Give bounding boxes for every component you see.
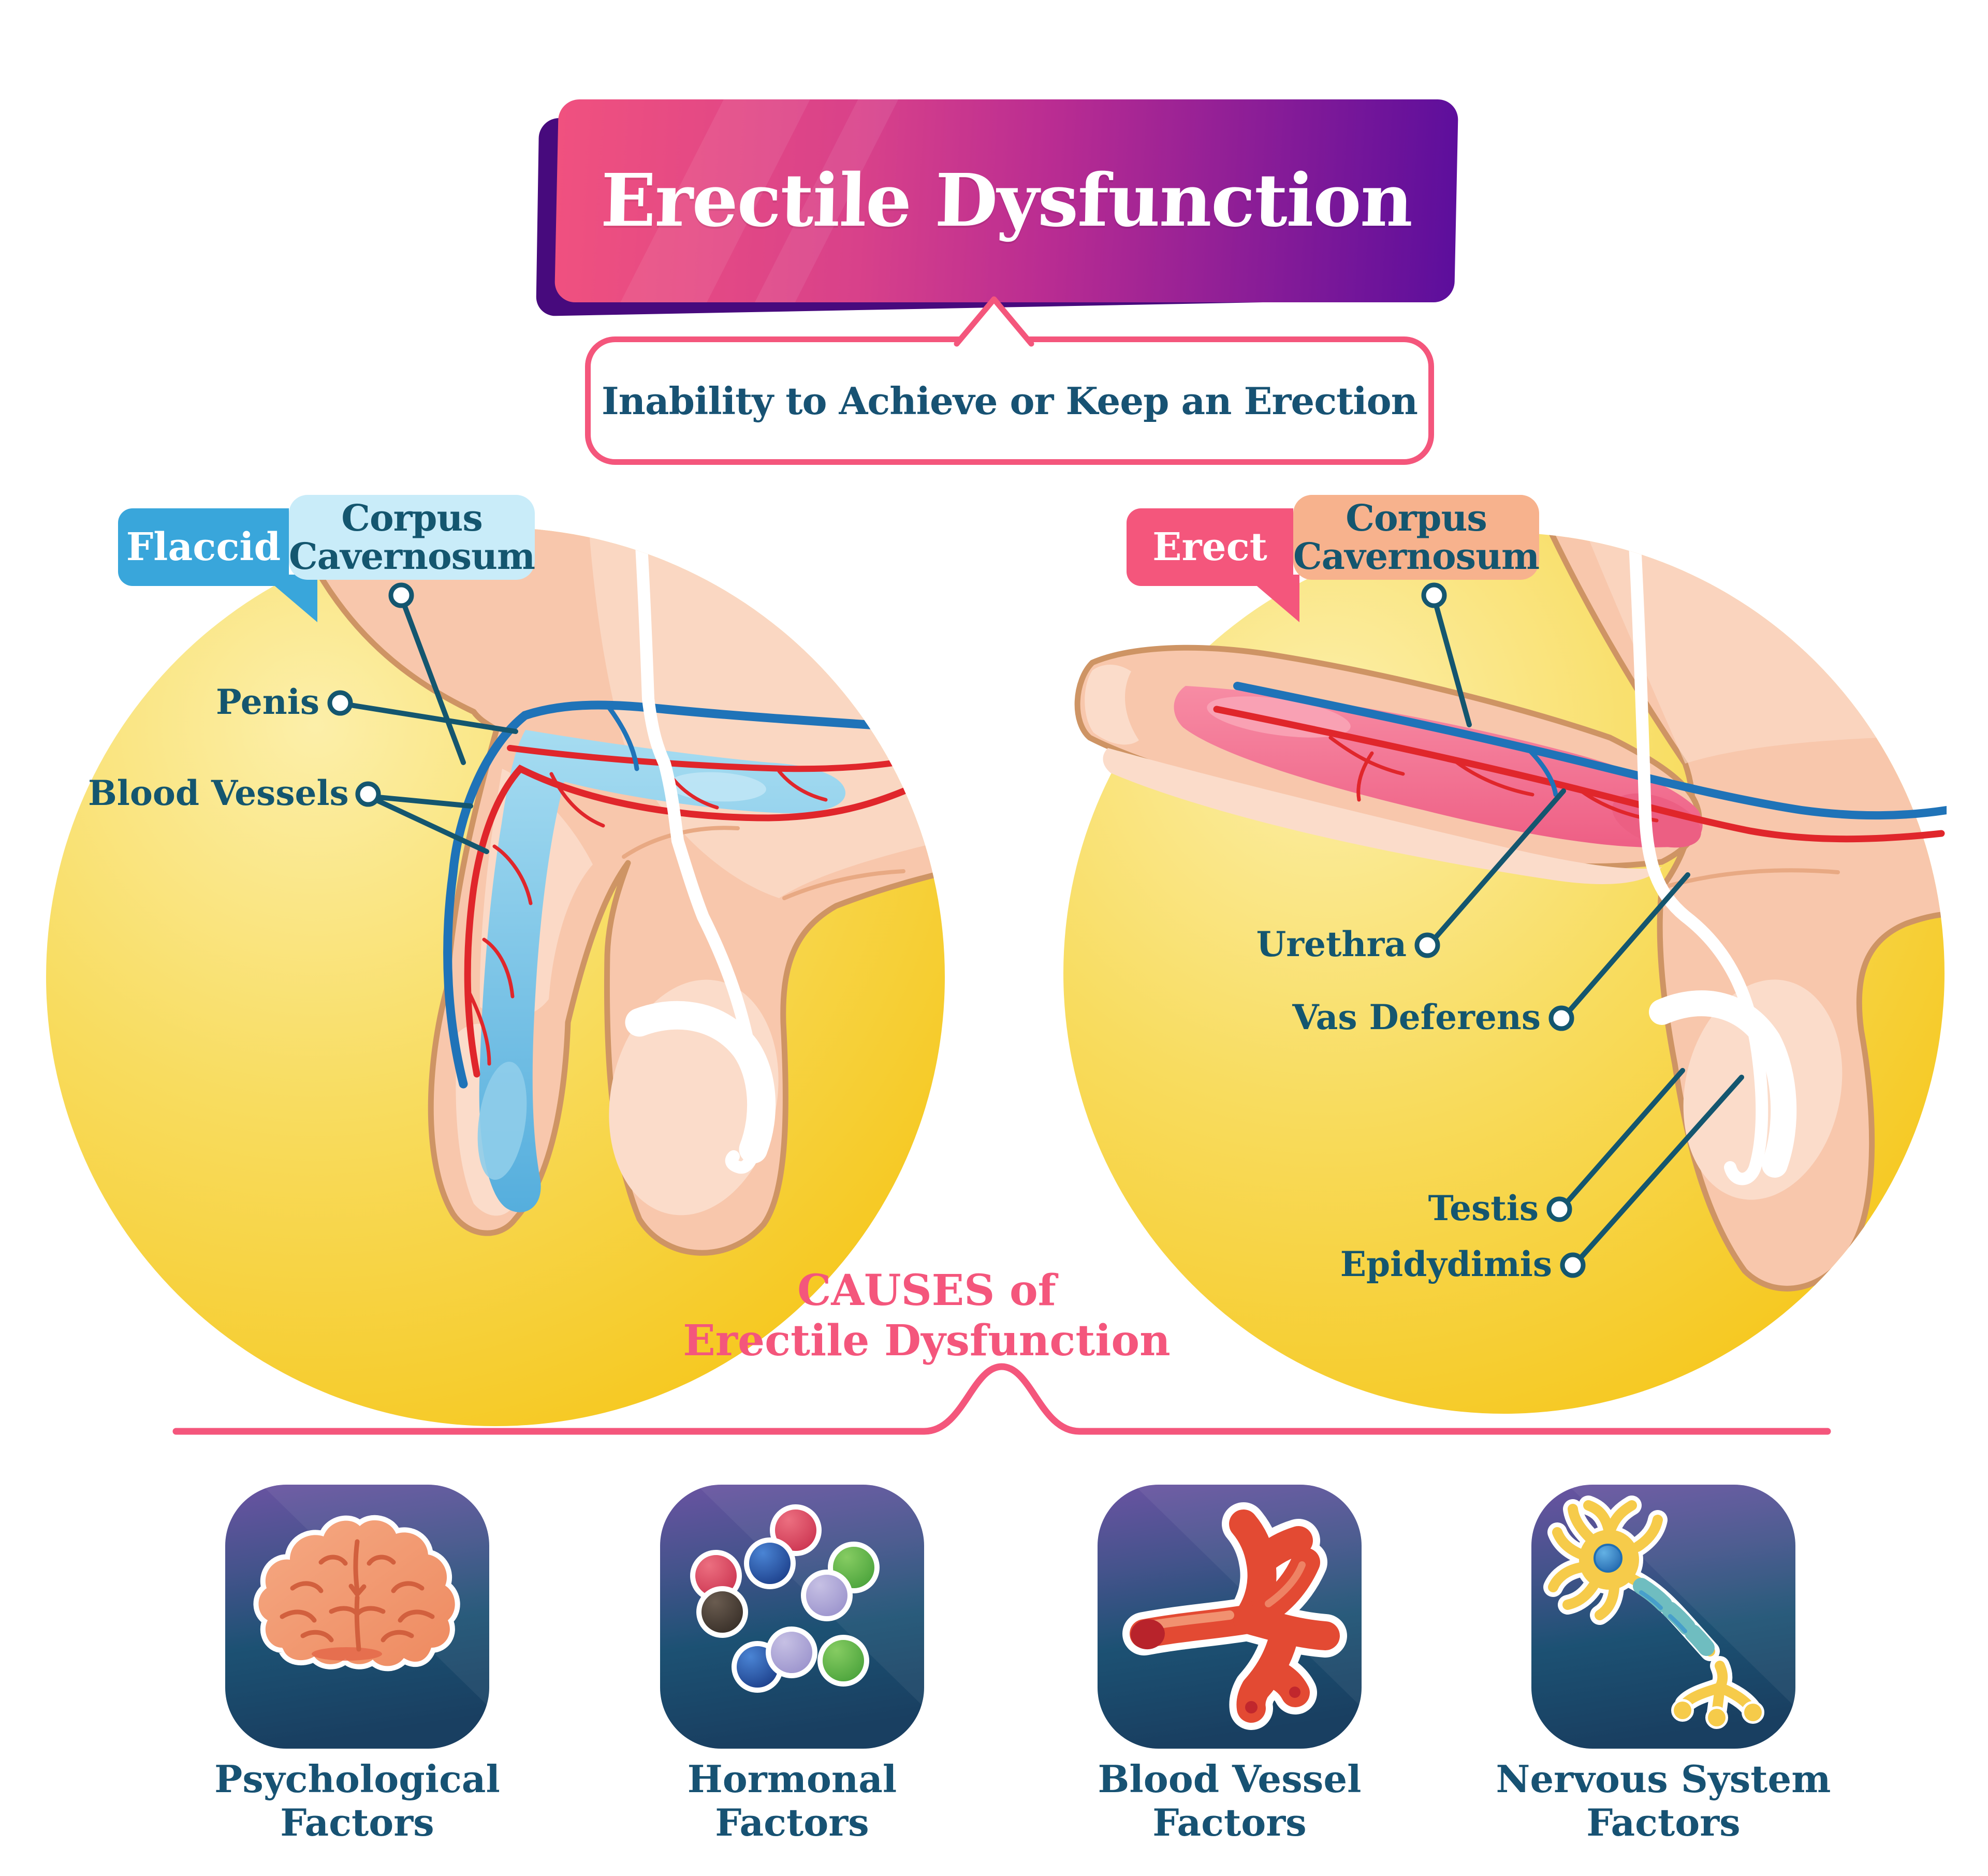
vas-deferens-label: Vas Deferens bbox=[1292, 997, 1541, 1037]
subtitle-box: Inability to Achieve or Keep an Erection bbox=[585, 336, 1434, 465]
blood-vessels-label: Blood Vessels bbox=[88, 773, 349, 813]
erect-anatomy-illustration bbox=[1063, 533, 1947, 1414]
blood-vessel-icon bbox=[1098, 1485, 1362, 1749]
factor-label-nervous-system: Nervous System Factors bbox=[1496, 1757, 1831, 1844]
causes-heading: CAUSES of Erectile Dysfunction bbox=[683, 1266, 1171, 1366]
neuron-icon bbox=[1531, 1485, 1795, 1749]
flaccid-anatomy-illustration bbox=[46, 527, 945, 1426]
erect-state-text: Erect bbox=[1152, 525, 1267, 569]
factor-label-psychological: Psychological Factors bbox=[214, 1757, 500, 1844]
penis-label: Penis bbox=[215, 682, 319, 722]
erect-state-label: Erect bbox=[1127, 508, 1293, 586]
testis-label: Testis bbox=[1428, 1188, 1539, 1228]
causes-brace bbox=[172, 1363, 1831, 1435]
hormones-icon bbox=[660, 1485, 924, 1749]
brain-icon bbox=[225, 1485, 489, 1749]
flaccid-state-text: Flaccid bbox=[126, 525, 281, 569]
corpus-cavernosum-tag-left: Corpus Cavernosum bbox=[289, 495, 535, 580]
epidydimis-label: Epidydimis bbox=[1340, 1244, 1552, 1284]
subtitle-pointer bbox=[954, 296, 1034, 347]
subtitle-text: Inability to Achieve or Keep an Erection bbox=[601, 378, 1418, 423]
corpus-cavernosum-tag-right: Corpus Cavernosum bbox=[1293, 495, 1540, 580]
factor-label-blood-vessel: Blood Vessel Factors bbox=[1098, 1757, 1362, 1844]
factor-label-hormonal: Hormonal Factors bbox=[687, 1757, 897, 1844]
flaccid-state-label: Flaccid bbox=[118, 508, 289, 586]
urethra-label: Urethra bbox=[1256, 924, 1407, 964]
